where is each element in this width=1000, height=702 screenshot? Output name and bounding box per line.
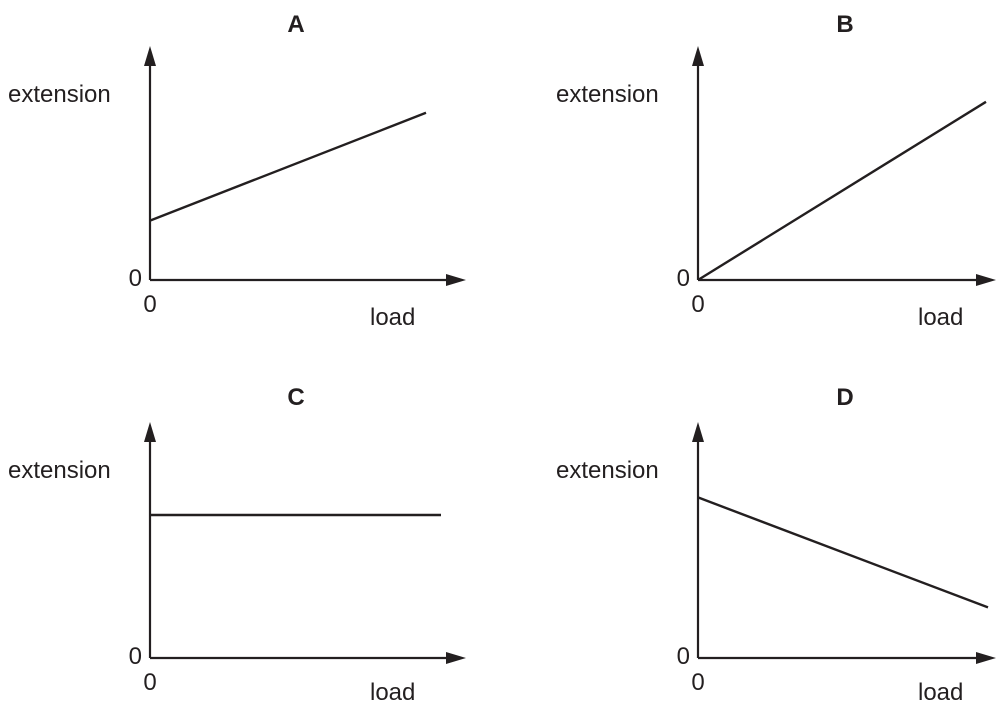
x-axis-label: load — [370, 304, 415, 331]
y-axis-label: extension — [556, 457, 659, 484]
y-axis-arrowhead — [144, 46, 156, 66]
graph-title: A — [287, 11, 304, 38]
series-line — [697, 100, 987, 282]
x-axis-arrowhead — [976, 274, 996, 286]
x-origin-label: 0 — [691, 669, 704, 696]
series-line — [697, 496, 989, 609]
y-axis-arrowhead — [144, 422, 156, 442]
x-axis-arrowhead — [976, 652, 996, 664]
x-origin-label: 0 — [143, 291, 156, 318]
x-axis-arrowhead — [446, 652, 466, 664]
x-axis-label: load — [918, 679, 963, 702]
y-axis-arrowhead — [692, 422, 704, 442]
y-origin-label: 0 — [677, 643, 690, 670]
y-origin-label: 0 — [677, 265, 690, 292]
graph-title: D — [836, 384, 853, 411]
y-origin-label: 0 — [129, 265, 142, 292]
y-origin-label: 0 — [129, 643, 142, 670]
x-axis-arrowhead — [446, 274, 466, 286]
y-axis-label: extension — [8, 457, 111, 484]
x-axis-label: load — [918, 304, 963, 331]
x-origin-label: 0 — [143, 669, 156, 696]
y-axis-arrowhead — [692, 46, 704, 66]
y-axis-label: extension — [556, 81, 659, 108]
series-line — [149, 111, 427, 222]
x-axis-label: load — [370, 679, 415, 702]
x-origin-label: 0 — [691, 291, 704, 318]
graph-title: C — [287, 384, 304, 411]
y-axis-label: extension — [8, 81, 111, 108]
graph-title: B — [836, 11, 853, 38]
